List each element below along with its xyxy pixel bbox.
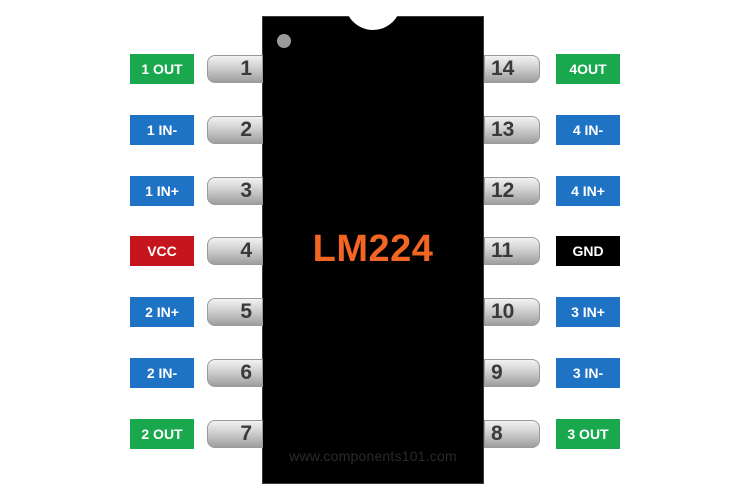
pin-10-function-label: 3 IN+ bbox=[556, 297, 620, 328]
pin-2: 2 bbox=[207, 115, 263, 144]
pin-14: 14 bbox=[484, 55, 540, 83]
chip-part-number: LM224 bbox=[312, 228, 434, 270]
pin-5-function-label: 2 IN+ bbox=[130, 297, 194, 328]
pin-4-function-label: VCC bbox=[130, 236, 194, 267]
pin-6-function-label: 2 IN- bbox=[130, 358, 194, 388]
pin-8: 8 bbox=[484, 419, 540, 448]
pin-11: 11 bbox=[484, 237, 540, 266]
pin-12: 12 bbox=[484, 176, 540, 205]
pin-7-function-label: 2 OUT bbox=[130, 418, 194, 449]
pin-5: 5 bbox=[207, 298, 263, 327]
pin-14-function-label: 4OUT bbox=[556, 54, 620, 84]
pin-6: 6 bbox=[207, 359, 263, 387]
pin-13-function-label: 4 IN- bbox=[556, 114, 620, 145]
pin-9-function-label: 3 IN- bbox=[556, 358, 620, 388]
watermark: www.components101.com bbox=[289, 448, 457, 464]
pin1-indicator-dot bbox=[277, 34, 291, 48]
pin-9: 9 bbox=[484, 359, 540, 387]
pin-2-function-label: 1 IN- bbox=[130, 114, 194, 145]
pin-13: 13 bbox=[484, 115, 540, 144]
pin-11-function-label: GND bbox=[556, 236, 620, 267]
pin-7: 7 bbox=[207, 419, 263, 448]
pin-8-function-label: 3 OUT bbox=[556, 418, 620, 449]
ic-package-body bbox=[262, 16, 484, 484]
pin-3-function-label: 1 IN+ bbox=[130, 175, 194, 206]
pin-1: 1 bbox=[207, 55, 263, 83]
pin-3: 3 bbox=[207, 176, 263, 205]
pin-4: 4 bbox=[207, 237, 263, 266]
pin-10: 10 bbox=[484, 298, 540, 327]
pin-12-function-label: 4 IN+ bbox=[556, 175, 620, 206]
pin-1-function-label: 1 OUT bbox=[130, 54, 194, 84]
